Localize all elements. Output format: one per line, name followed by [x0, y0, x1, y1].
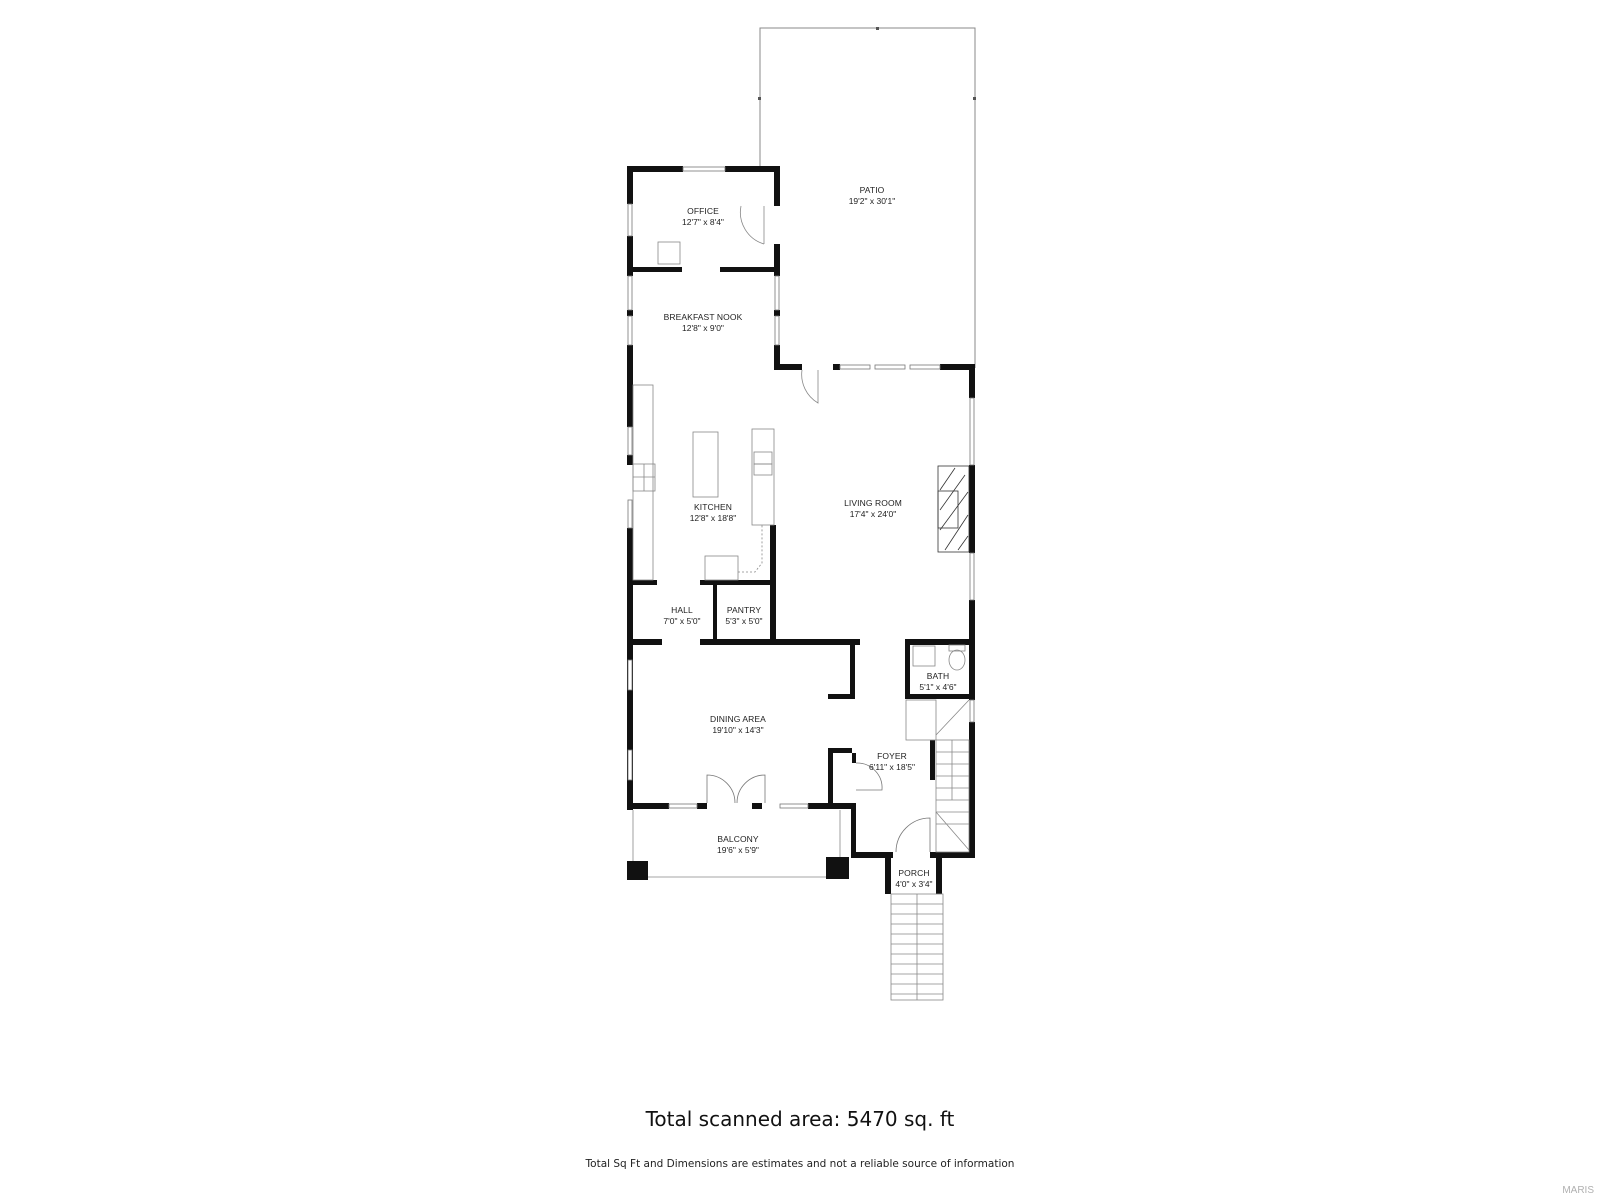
room-label-living-room: LIVING ROOM 17'4" x 24'0": [844, 498, 902, 520]
room-label-office: OFFICE 12'7" x 8'4": [682, 206, 724, 228]
room-label-breakfast-nook: BREAKFAST NOOK 12'8" x 9'0": [664, 312, 743, 334]
walls: [627, 166, 975, 894]
room-label-pantry: PANTRY 5'3" x 5'0": [725, 605, 762, 627]
room-name: PORCH: [898, 868, 930, 878]
room-dimensions: 12'8" x 9'0": [682, 323, 724, 333]
room-name: OFFICE: [687, 206, 719, 216]
room-dimensions: 7'0" x 5'0": [663, 616, 701, 626]
room-dimensions: 17'4" x 24'0": [849, 509, 897, 519]
room-dimensions: 19'10" x 14'3": [712, 725, 764, 735]
room-label-kitchen: KITCHEN 12'8" x 18'8": [690, 502, 737, 524]
room-dimensions: 4'0" x 3'4": [895, 879, 933, 889]
room-name: KITCHEN: [693, 502, 732, 512]
room-label-hall: HALL 7'0" x 5'0": [663, 605, 700, 627]
room-label-porch: PORCH 4'0" x 3'4": [895, 868, 932, 890]
room-dimensions: 6'11" x 18'5": [869, 762, 915, 772]
disclaimer: Total Sq Ft and Dimensions are estimates…: [585, 1158, 1015, 1170]
fireplace: [937, 465, 970, 553]
windows: [627, 166, 975, 809]
room-name: PATIO: [859, 185, 885, 195]
room-name: BREAKFAST NOOK: [663, 312, 743, 322]
total-scanned-area: Total scanned area: 5470 sq. ft: [645, 1107, 955, 1131]
room-label-bath: BATH 5'1" x 4'6": [919, 671, 956, 693]
room-name: FOYER: [877, 751, 907, 761]
room-name: BATH: [926, 671, 950, 681]
room-dimensions: 19'6" x 5'9": [717, 845, 759, 855]
room-dimensions: 12'7" x 8'4": [682, 217, 724, 227]
interior-stairs: [905, 699, 970, 853]
room-label-dining-area: DINING AREA 19'10" x 14'3": [710, 714, 766, 736]
room-name: HALL: [671, 605, 693, 615]
kitchen-fixtures: [632, 205, 819, 581]
room-label-foyer: FOYER 6'11" x 18'5": [869, 751, 915, 773]
exterior-stairs: [890, 893, 944, 1001]
room-dimensions: 19'2" x 30'1": [848, 196, 896, 206]
room-dimensions: 5'1" x 4'6": [919, 682, 957, 692]
room-dimensions: 5'3" x 5'0": [725, 616, 763, 626]
room-name: PANTRY: [726, 605, 762, 615]
room-dimensions: 12'8" x 18'8": [689, 513, 737, 523]
room-name: BALCONY: [717, 834, 759, 844]
room-name: DINING AREA: [710, 714, 766, 724]
room-name: LIVING ROOM: [844, 498, 902, 508]
watermark: MARIS: [1562, 1185, 1594, 1196]
room-label-balcony: BALCONY 19'6" x 5'9": [717, 834, 759, 856]
room-label-patio: PATIO 19'2" x 30'1": [849, 185, 896, 207]
